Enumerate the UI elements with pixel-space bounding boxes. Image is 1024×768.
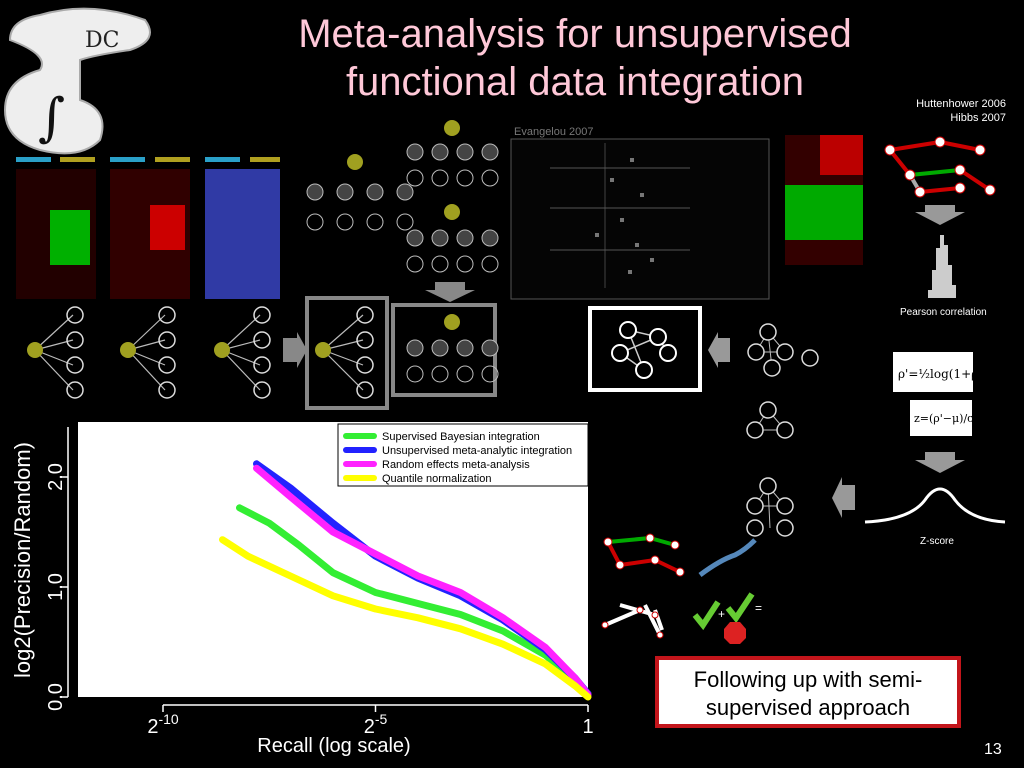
check-icon-2: [725, 592, 755, 624]
x-tick-label: 2-10: [147, 711, 179, 738]
node-diagrams: [27, 120, 499, 410]
followup-line-1: Following up with semi-: [693, 667, 923, 692]
logo-shape: [3, 7, 151, 155]
logo-integral: ∫: [38, 88, 65, 148]
logo-letters: DC: [85, 28, 119, 53]
forest-plot-frame: [510, 138, 770, 300]
check-icon-1: [692, 600, 721, 631]
legend-label-1: Supervised Bayesian integration: [382, 431, 540, 443]
forest-plot: [510, 138, 770, 300]
zscore-curve: [864, 487, 1006, 524]
legend-box: [337, 423, 589, 487]
citation-evangelou: Evangelou 2007: [514, 126, 594, 138]
heatmap-panels: [16, 157, 280, 299]
legend-label-3: Random effects meta-analysis: [382, 459, 530, 471]
selected-model-box-1: [305, 296, 389, 410]
x-tick-label: 1: [582, 716, 593, 738]
expression-heatmap-red: [820, 135, 863, 175]
heatmap-tab-olive-3: [250, 157, 280, 162]
chart-series: [219, 460, 592, 701]
citation-huttenhower: Huttenhower 2006: [916, 98, 1006, 110]
formula-rho: ρ'=½log(1+ρ)/(1−ρ): [898, 367, 1021, 381]
x-axis-title: Recall (log scale): [257, 735, 410, 757]
stop-icon: [724, 622, 746, 644]
zscore-label: Z-score: [920, 536, 954, 547]
heatmap-1-green-block: [50, 210, 90, 265]
bottom-icons: + =: [601, 533, 762, 644]
logo: DC ∫: [3, 7, 151, 155]
arrow-left-icon-2: [832, 477, 855, 518]
citation-hibbs: Hibbs 2007: [950, 112, 1006, 124]
page-number: 13: [984, 741, 1002, 758]
x-tick-label: 2-5: [364, 711, 388, 738]
right-panels: Pearson correlation ρ'=½log(1+ρ)/(1−ρ) z…: [588, 135, 1021, 547]
expression-heatmap-green: [785, 185, 863, 240]
series-line-3: [253, 464, 592, 699]
chart-legend: Supervised Bayesian integrationUnsupervi…: [337, 423, 589, 487]
arrow-down-icon-2: [915, 205, 965, 225]
heatmap-tab-olive-1: [60, 157, 95, 162]
arrow-right-icon: [283, 332, 307, 368]
arrow-down-icon-3: [915, 452, 965, 473]
heatmap-3-overlay: [205, 169, 280, 299]
y-tick-label: 2.0: [45, 463, 67, 491]
heatmap-tab-cyan-2: [110, 157, 145, 162]
title-line-2: functional data integration: [345, 60, 805, 104]
slide-title: Meta-analysis for unsupervised functiona…: [215, 10, 935, 106]
heatmap-2-red-block: [150, 205, 185, 250]
heatmap-tab-olive-2: [155, 157, 190, 162]
dna-icon: [698, 538, 757, 578]
check-plus: +: [718, 607, 725, 621]
y-tick-label: 1.0: [45, 573, 67, 601]
citation-huttenhower-hibbs: Huttenhower 2006 Hibbs 2007: [880, 97, 1006, 125]
series-line-4: [219, 536, 592, 701]
formula-z-box: [910, 400, 972, 436]
title-line-1: Meta-analysis for unsupervised: [298, 12, 852, 56]
heatmap-tab-cyan-1: [16, 157, 51, 162]
check-equals: =: [755, 601, 762, 615]
followup-line-2: supervised approach: [705, 695, 911, 720]
arrow-down-icon-1: [425, 282, 475, 302]
legend-label-4: Quantile normalization: [382, 473, 491, 485]
formula-z: z=(ρ'−μ)/σ: [914, 412, 975, 425]
formula-rho-box: [893, 352, 973, 392]
followup-box: Following up with semi- supervised appro…: [655, 656, 961, 728]
arrow-left-icon-1: [708, 332, 730, 368]
heatmap-tab-cyan-3: [205, 157, 240, 162]
y-tick-label: 0.0: [45, 683, 67, 711]
pearson-label: Pearson correlation: [900, 307, 987, 318]
y-axis-title: log2(Precision/Random): [10, 442, 35, 678]
legend-label-2: Unsupervised meta-analytic integration: [382, 445, 572, 457]
